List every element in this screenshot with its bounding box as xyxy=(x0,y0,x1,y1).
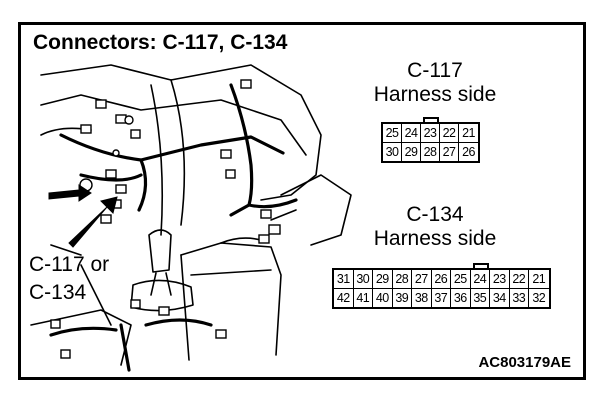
c134-pin: 29 xyxy=(373,270,393,288)
c117-pin: 26 xyxy=(462,145,475,159)
c134-pin: 40 xyxy=(373,289,393,307)
c134-pin-face: 31 30 29 28 27 26 25 24 23 22 21 42 41 4… xyxy=(332,268,551,309)
c117-row-top: 25 24 23 22 21 xyxy=(383,124,478,142)
c134-pin: 23 xyxy=(490,270,510,288)
c134-pin: 35 xyxy=(471,289,490,307)
figure-code: AC803179AE xyxy=(478,354,571,371)
c117-side: Harness side xyxy=(373,83,497,106)
c134-pin: 28 xyxy=(393,270,412,288)
c117-pin: 29 xyxy=(402,143,421,161)
c134-pin: 33 xyxy=(510,289,529,307)
c117-pin: 30 xyxy=(383,143,402,161)
c134-pin: 34 xyxy=(490,289,510,307)
callout-line-1: C-117 or xyxy=(29,253,110,276)
c117-latch xyxy=(423,117,439,124)
diagram-frame: Connectors: C-117, C-134 xyxy=(18,22,586,380)
c134-side: Harness side xyxy=(373,227,497,250)
vehicle-harness-illustration xyxy=(30,64,352,372)
c134-label-block: C-134 Harness side xyxy=(351,203,519,251)
c134-row-bottom: 42 41 40 39 38 37 36 35 34 33 32 xyxy=(334,288,549,307)
c134-pin: 38 xyxy=(412,289,432,307)
c134-pin: 37 xyxy=(432,289,451,307)
c134-pin: 24 xyxy=(471,270,490,288)
c134-pin: 26 xyxy=(432,270,451,288)
c134-pin: 39 xyxy=(393,289,412,307)
c117-name: C-117 xyxy=(407,59,463,82)
diagram-title: Connectors: C-117, C-134 xyxy=(33,31,288,54)
c117-pin: 27 xyxy=(440,143,459,161)
c117-pin: 28 xyxy=(421,143,440,161)
c134-latch xyxy=(473,263,489,270)
c134-pin: 31 xyxy=(334,270,354,288)
c117-pin: 24 xyxy=(402,124,421,142)
c134-pin: 36 xyxy=(451,289,471,307)
c134-row-top: 31 30 29 28 27 26 25 24 23 22 21 xyxy=(334,270,549,288)
c117-pin: 21 xyxy=(462,126,475,140)
c117-row-bottom: 30 29 28 27 26 xyxy=(383,142,478,161)
c134-pin: 41 xyxy=(354,289,373,307)
c134-pin: 42 xyxy=(334,289,354,307)
c117-label-block: C-117 Harness side xyxy=(351,59,519,107)
c117-pin: 22 xyxy=(440,124,459,142)
c134-pin: 21 xyxy=(532,272,546,286)
c134-pin: 27 xyxy=(412,270,432,288)
c117-pin-face: 25 24 23 22 21 30 29 28 27 26 xyxy=(381,122,480,163)
callout-line-2: C-134 xyxy=(29,281,87,304)
connector-callout: C-117 or C-134 xyxy=(29,251,109,307)
c134-pin: 25 xyxy=(451,270,471,288)
c134-pin: 22 xyxy=(510,270,529,288)
c134-pin: 32 xyxy=(532,291,546,305)
c134-name: C-134 xyxy=(406,203,464,226)
c117-pin: 25 xyxy=(383,124,402,142)
c117-pin: 23 xyxy=(421,124,440,142)
c134-pin: 30 xyxy=(354,270,373,288)
